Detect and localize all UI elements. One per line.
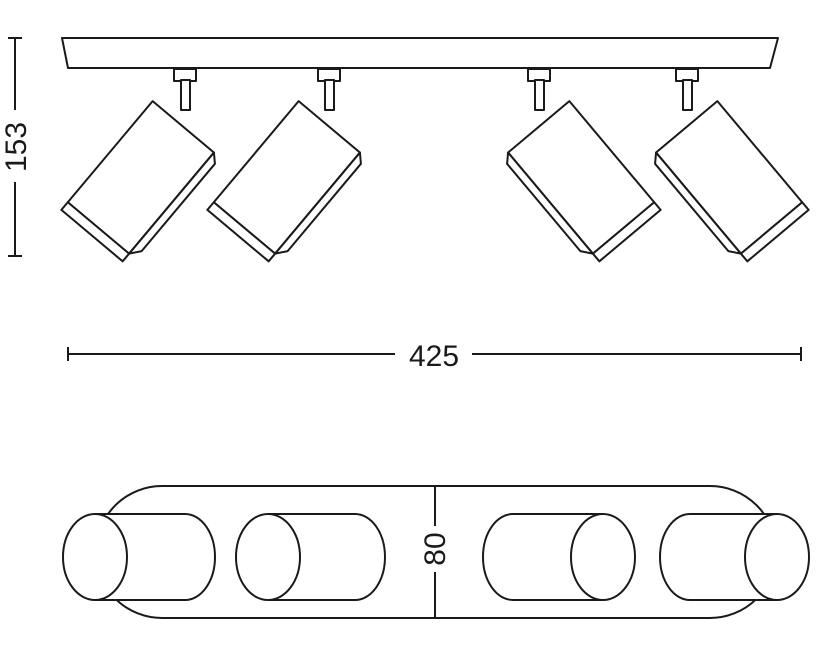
depth-label: 80 bbox=[419, 532, 452, 565]
spotlight-4 bbox=[654, 68, 810, 263]
height-dimension: 153 bbox=[0, 37, 33, 257]
cylinder-4 bbox=[659, 513, 810, 601]
cylinder-2 bbox=[235, 513, 386, 601]
width-dimension: 425 bbox=[67, 340, 802, 373]
ceiling-bar bbox=[61, 37, 779, 69]
width-label: 425 bbox=[409, 340, 459, 373]
depth-dimension: 80 bbox=[419, 485, 452, 619]
side-view bbox=[60, 37, 810, 263]
spotlight-3 bbox=[506, 68, 662, 263]
top-view: 80 bbox=[62, 485, 810, 619]
height-label: 153 bbox=[0, 122, 33, 172]
spotlight-1 bbox=[60, 68, 216, 263]
cylinder-3 bbox=[482, 513, 636, 601]
cylinder-1 bbox=[62, 513, 216, 601]
spotlight-2 bbox=[206, 68, 362, 263]
